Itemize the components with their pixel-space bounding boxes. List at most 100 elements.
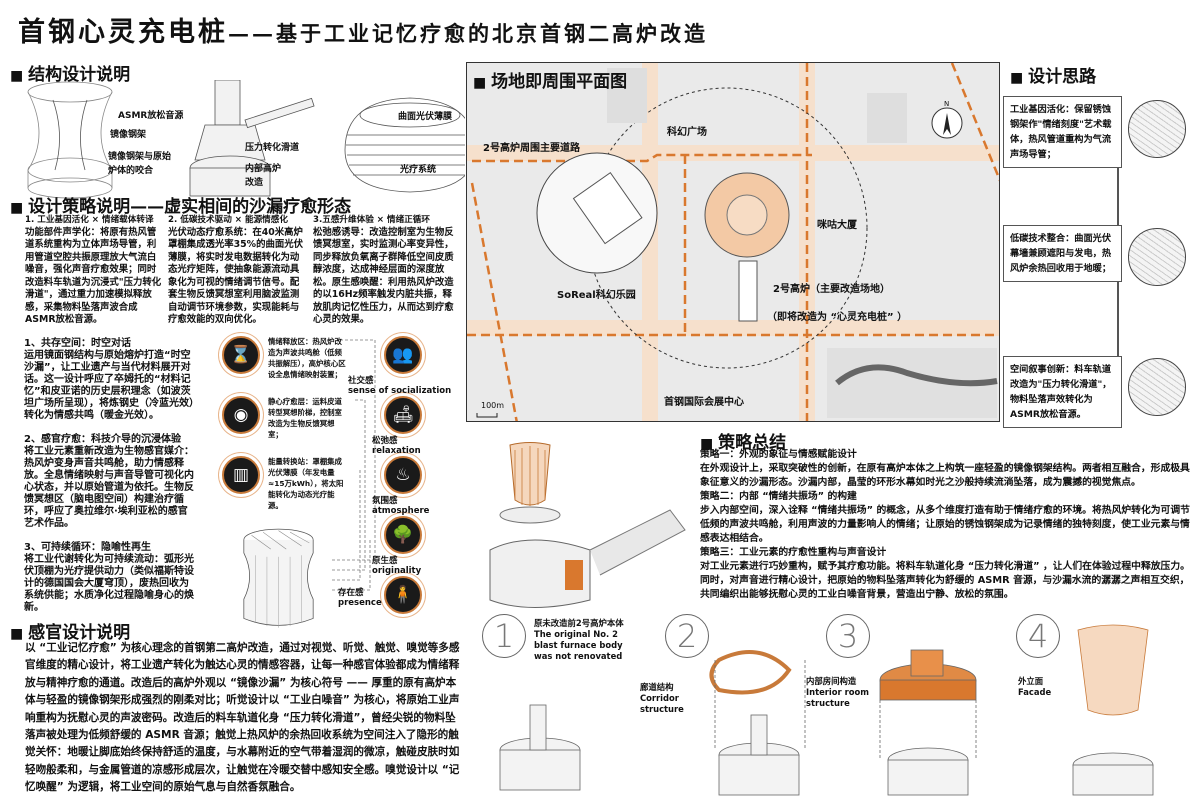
strategy-col-1: 1. 工业基因活化 × 情绪载体转译功能部件声学化：将原有热风管道系统重构为立体… <box>25 214 163 327</box>
idea-photo-steel-frame <box>1128 100 1186 158</box>
label-pv-film: 曲面光伏薄膜 <box>398 112 453 122</box>
label-asmr: ASMR放松音源 <box>118 111 184 121</box>
idea-box-1: 工业基因活化：保留锈蚀钢架作"情绪刻度"艺术载体，热风管道重构为气流声场导管； <box>1003 96 1122 168</box>
map-label-park: SoReal科幻乐园 <box>557 290 636 301</box>
summary-text: 步入内部空间，深入诠释 “情绪共振场” 的概念，从多个维度打造有助于情绪疗愈的环… <box>700 505 1190 544</box>
summary-title: 策略三：工业元素的疗愈性重构与声音设计 <box>700 547 887 558</box>
ideas-heading: 设计思路 <box>1010 62 1096 87</box>
idea-box-2: 低碳技术整合：曲面光伏幕墙兼顾遮阳与发电，热风炉余热回收用于地暖； <box>1003 225 1122 282</box>
step-3-interior <box>879 649 977 796</box>
sense-en: atmosphere <box>372 506 430 516</box>
scale-bar: 100m <box>481 401 505 410</box>
label-pressure-slide: 压力转化滑道 <box>245 143 300 153</box>
step-zh: 廊道结构 <box>640 682 674 692</box>
step-1-furnace <box>499 704 581 791</box>
idea-box-3: 空间叙事创新：料车轨道改造为"压力转化滑道"，物料坠落声效转化为ASMR放松音源… <box>1003 356 1122 428</box>
sense-en: originality <box>372 566 422 576</box>
step-number-1: 1 <box>482 614 526 658</box>
idea-photo-pv-wall <box>1128 228 1186 286</box>
map-label-plaza: 科幻广场 <box>667 127 707 138</box>
point-title: 2、感官疗愈：科技介导的沉浸体验 <box>24 434 181 445</box>
zone-text: 能量转换站：罩棚集成光伏薄膜（年发电量≈15万kWh），将太阳能转化为动态光疗能… <box>268 457 344 510</box>
col-title: 2. 低碳技术驱动 × 能源情感化 <box>168 215 288 225</box>
step-2-corridor <box>709 650 806 796</box>
poster-title: 首钢心灵充电桩——基于工业记忆疗愈的北京首钢二高炉改造 <box>18 10 708 49</box>
step-zh: 原未改造前2号高炉本体 <box>534 618 624 628</box>
summary-text: 在外观设计上，采取突破性的创新，在原有高炉本体之上构筑一座轻盈的镜像钢架结构。两… <box>700 463 1190 488</box>
col-body: 功能部件声学化：将原有热风管道系统重构为立体声场导管，利用管道空腔共振原理放大气… <box>25 226 162 326</box>
point-title: 3、可持续循环：隐喻性再生 <box>24 542 151 553</box>
map-label-expo: 首钢国际会展中心 <box>664 397 744 408</box>
sense-zh: 社交感 <box>348 376 374 386</box>
sense-en: sense of socialization <box>348 386 452 396</box>
step-zh: 内部房间构造 <box>806 676 857 686</box>
title-sub: ——基于工业记忆疗愈的北京首钢二高炉改造 <box>228 21 708 46</box>
building-icon: ▥ <box>222 456 260 494</box>
col-title: 3.五感升维体验 × 情绪正循环 <box>313 215 430 225</box>
strategy-col-2: 2. 低碳技术驱动 × 能源情感化光伏动态疗愈系统：在40米高炉罩棚集成透光率3… <box>168 214 306 327</box>
col-body: 光伏动态疗愈系统：在40米高炉罩棚集成透光率35%的曲面光伏薄膜，将实时发电数据… <box>168 226 303 326</box>
zone-text: 静心疗愈层：运料皮道转型冥想阶梯，控制室改造为生物反馈冥想室； <box>268 397 342 439</box>
sense-en: relaxation <box>372 446 421 456</box>
step-en: Corridor structure <box>640 693 684 714</box>
step-en: Interior room structure <box>806 687 869 708</box>
step-en: Facade <box>1018 687 1052 697</box>
mirror-frame-model <box>27 81 113 199</box>
connector-lines <box>330 339 376 591</box>
point-body: 将工业元素重新改造为生物感官媒介：热风炉变身声音共鸣舱，助力情感释放。全息情绪映… <box>24 446 194 529</box>
col-title: 1. 工业基因活化 × 情绪载体转译 <box>25 215 154 225</box>
label-interlock: 镜像钢架与原始炉体的咬合 <box>108 152 172 176</box>
sense-zh: 存在感 <box>338 588 364 598</box>
summary-body: 策略一：外观的象征与情感赋能设计在外观设计上，采取突破性的创新，在原有高炉本体之… <box>700 448 1194 602</box>
strategy-col-3: 3.五感升维体验 × 情绪正循环松弛感诱导：改造控制室为生物反馈冥想室，实时监测… <box>313 214 455 327</box>
north-arrow-icon: N <box>944 100 950 108</box>
map-drawing <box>467 63 999 421</box>
summary-text: 对工业元素进行巧妙重构，赋予其疗愈功能。将料车轨道化身 “压力转化滑道” ，让人… <box>700 561 1190 600</box>
label-inner-furnace: 内部高炉改造 <box>245 164 282 188</box>
point-body: 将工业代谢转化为可持续流动：弧形光伏顶棚为光疗提供动力（类似福斯特设计的德国国会… <box>24 554 194 613</box>
site-heading: 场地即周围平面图 <box>473 67 627 92</box>
col-body: 松弛感诱导：改造控制室为生物反馈冥想室，实时监测心率变异性，同步释放负氧离子群降… <box>313 226 454 326</box>
summary-title: 策略二：内部 “情绪共振场” 的构建 <box>700 491 857 502</box>
structure-heading: 结构设计说明 <box>10 60 130 85</box>
strategy-points: 1、共存空间：时空对话运用镜面钢结构与原始熔炉打造“时空沙漏”，让工业遗产与当代… <box>24 338 196 614</box>
hourglass-icon: ⌛ <box>222 336 260 374</box>
map-label-tower: 咪咕大厦 <box>817 220 857 231</box>
strategy-heading: 设计策略说明——虚实相间的沙漏疗愈形态 <box>10 192 351 217</box>
summary-title: 策略一：外观的象征与情感赋能设计 <box>700 449 857 460</box>
site-plan-map: 场地即周围平面图 2号高炉周围主要道路 科幻广场 SoReal科幻乐园 咪咕大厦… <box>466 62 1000 422</box>
step-en: The original No. 2 blast furnace body wa… <box>534 629 623 661</box>
tree-icon: 🌳 <box>384 516 422 554</box>
step-number-2: 2 <box>665 614 709 658</box>
step-zh: 外立面 <box>1018 676 1044 686</box>
step-4-facade <box>1072 624 1154 796</box>
steam-icon: ♨ <box>384 456 422 494</box>
summary-heading: 策略总结 <box>700 428 786 453</box>
title-main: 首钢心灵充电桩 <box>18 17 228 48</box>
step-number-3: 3 <box>826 614 870 658</box>
point-title: 1、共存空间：时空对话 <box>24 338 131 349</box>
label-light-therapy: 光疗系统 <box>400 165 437 175</box>
sense-en: presence <box>338 598 382 608</box>
map-label-future: （即将改造为 “心灵充电桩” ） <box>767 312 908 323</box>
map-label-roads: 2号高炉周围主要道路 <box>483 143 580 154</box>
people-icon: 👥 <box>384 336 422 374</box>
sense-zh: 松弛感 <box>372 436 398 446</box>
pv-dome-model <box>344 97 465 193</box>
point-body: 运用镜面钢结构与原始熔炉打造“时空沙漏”，让工业遗产与当代材料展开对话。这一设计… <box>24 350 194 421</box>
armchair-icon: 🛋 <box>384 396 422 434</box>
map-label-furnace: 2号高炉（主要改造场地） <box>773 284 890 295</box>
sensory-heading: 感官设计说明 <box>10 618 130 643</box>
eye-icon: ◉ <box>222 396 260 434</box>
sensory-body: 以 “工业记忆疗愈” 为核心理念的首钢第二高炉改造，通过对视觉、听觉、触觉、嗅觉… <box>25 642 460 794</box>
label-mirror-frame: 镜像钢架 <box>110 130 147 140</box>
